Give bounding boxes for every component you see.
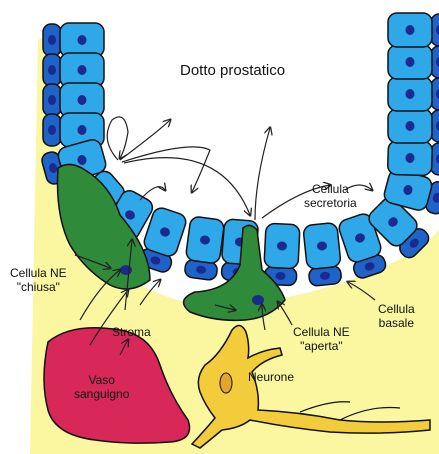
label-secretory-cell: Cellula secretoria	[304, 182, 357, 210]
secretory-cell	[387, 140, 432, 175]
ne-open-nucleus	[252, 295, 264, 305]
secretory-cell	[388, 77, 432, 111]
secretory-cell	[388, 109, 432, 143]
secretory-cell	[264, 223, 300, 269]
secretory-cell	[303, 222, 341, 269]
secretory-cell	[60, 53, 104, 87]
label-stroma: Stroma	[112, 325, 151, 339]
secretory-cell	[388, 45, 432, 79]
basal-cell	[43, 114, 61, 146]
secretory-cell	[388, 13, 432, 47]
label-neuron: Neurone	[248, 370, 294, 384]
duct-title: Dotto prostatico	[180, 62, 285, 80]
label-basal-cell: Cellula basale	[378, 302, 415, 330]
secretory-cell	[60, 83, 104, 117]
secretory-cell	[185, 216, 225, 264]
basal-cell	[43, 84, 61, 116]
label-ne-closed: Cellula NE "chiusa"	[10, 266, 67, 294]
ne-closed-nucleus	[120, 265, 132, 275]
label-ne-open: Cellula NE "aperta"	[293, 325, 350, 353]
secretory-cell	[60, 23, 104, 57]
label-blood-vessel: Vaso sanguigno	[74, 373, 129, 401]
basal-cell	[43, 54, 61, 86]
basal-cell	[43, 24, 61, 56]
